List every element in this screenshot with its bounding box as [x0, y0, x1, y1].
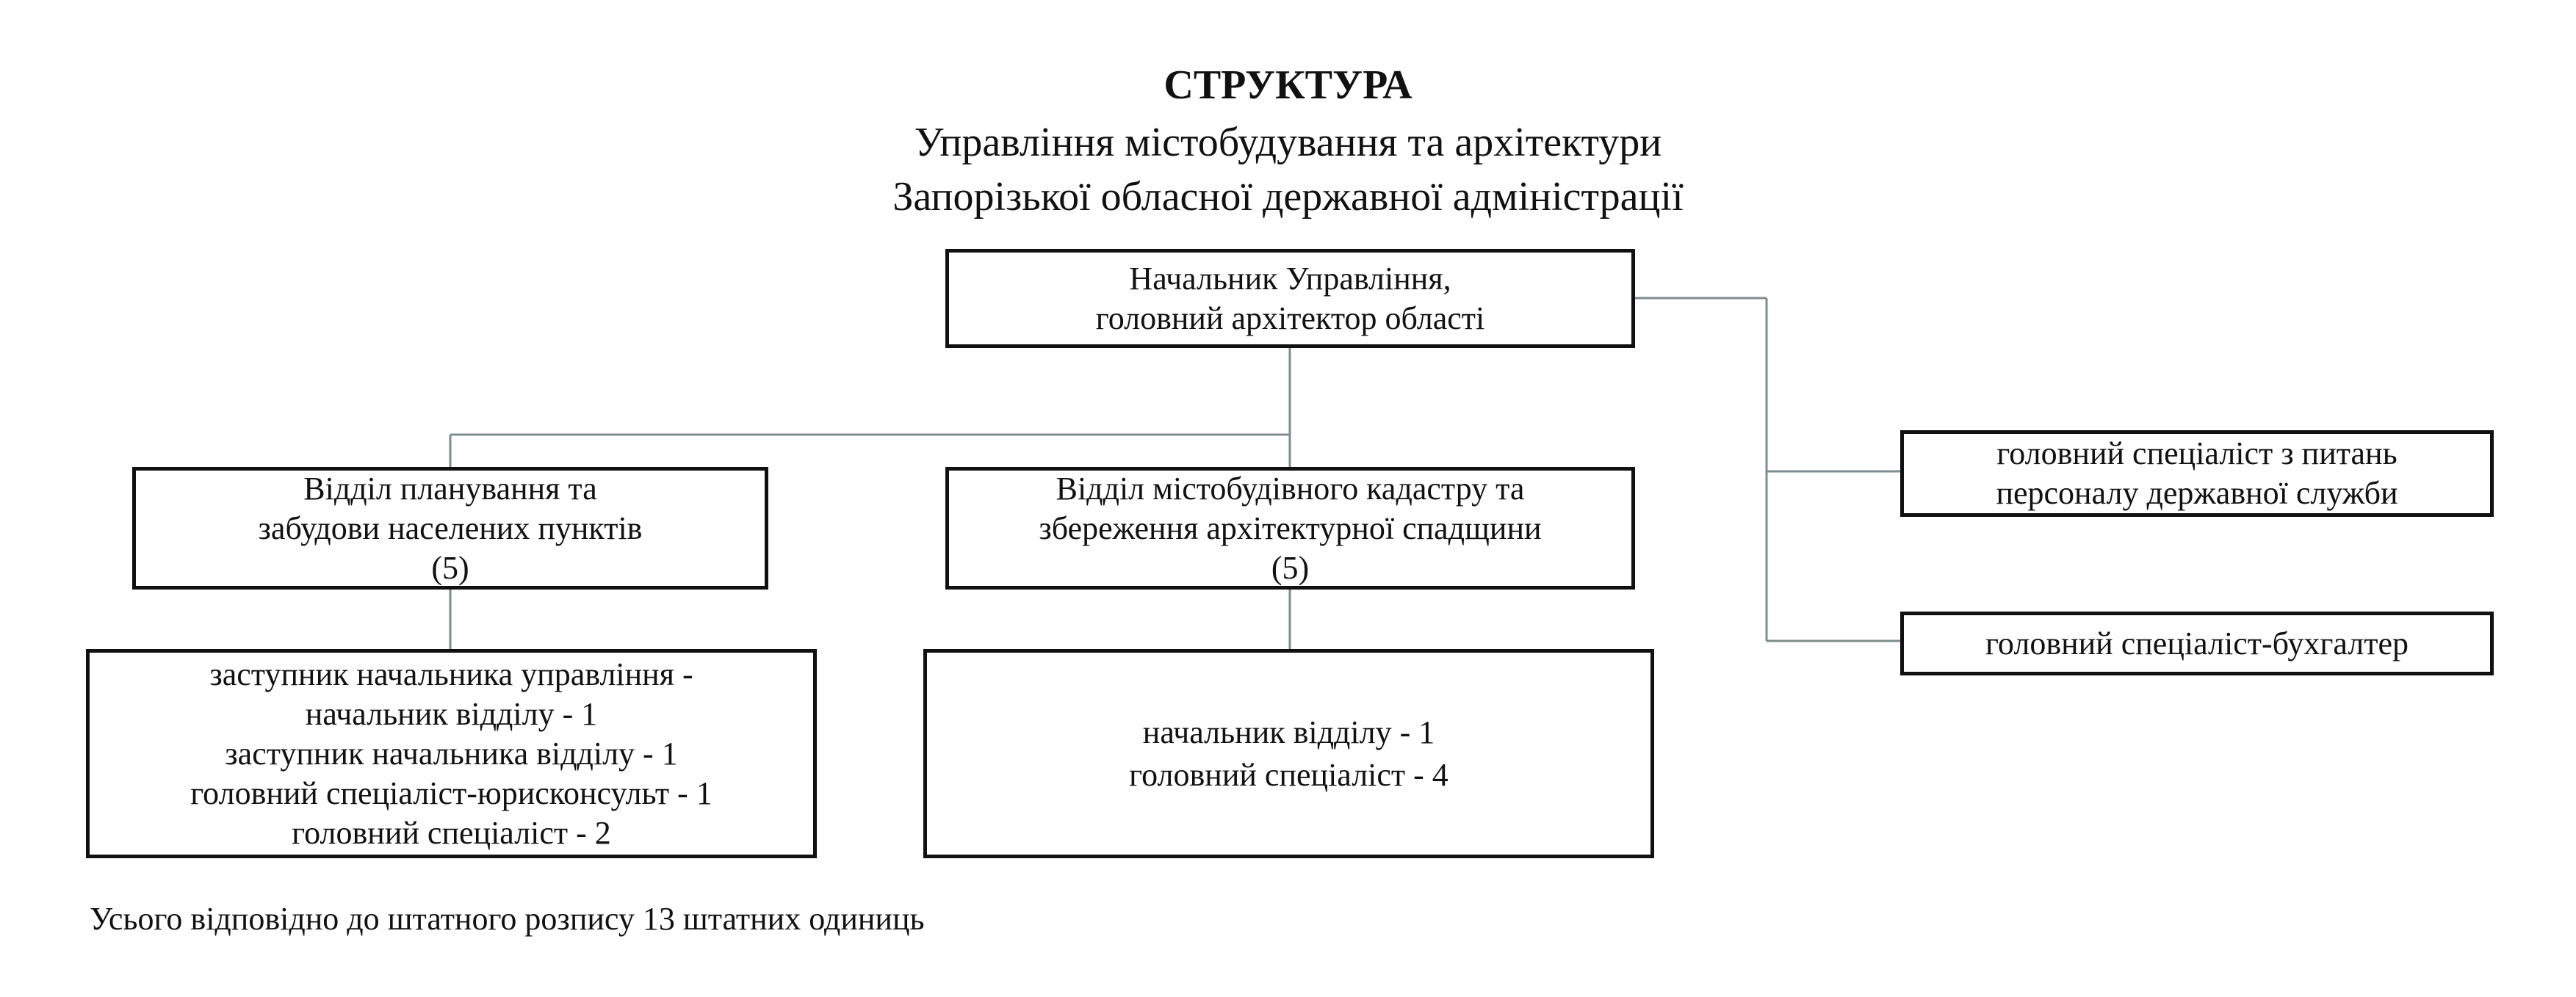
head-box-line-1: Начальник Управління,: [1129, 260, 1451, 297]
specialist-personnel-line-2: персоналу державної служби: [1996, 475, 2398, 511]
department-1-staff-item: начальник відділу - 1: [305, 695, 598, 732]
document-subtitle-line-1: Управління містобудування та архітектури: [914, 120, 1662, 165]
department-2-count: (5): [1271, 549, 1310, 586]
department-1-staff-box: заступник начальника управління - началь…: [86, 649, 817, 858]
department-1-staff-item: головний спеціаліст-юрисконсульт - 1: [190, 775, 712, 811]
specialist-accountant-line-1: головний спеціаліст-бухгалтер: [1985, 625, 2409, 661]
department-2-line-1: Відділ містобудівного кадастру та: [1056, 470, 1525, 507]
department-1-line-2: забудови населених пунктів: [258, 510, 643, 546]
department-1-count: (5): [431, 549, 469, 586]
department-1-staff-item: заступник начальника управління -: [209, 656, 693, 692]
department-1-box: Відділ планування та забудови населених …: [132, 467, 768, 590]
department-2-staff-item: начальник відділу - 1: [1142, 714, 1435, 750]
department-2-box: Відділ містобудівного кадастру та збереж…: [945, 467, 1635, 590]
head-box: Начальник Управління, головний архітекто…: [945, 249, 1635, 348]
department-1-staff-item: головний спеціаліст - 2: [292, 814, 611, 851]
total-staff-note: Усього відповідно до штатного розпису 13…: [90, 901, 925, 937]
department-2-staff-item: головний спеціаліст - 4: [1129, 756, 1448, 793]
specialist-personnel-line-1: головний спеціаліст з питань: [1996, 435, 2398, 471]
department-2-line-2: збереження архітектурної спадщини: [1039, 510, 1542, 546]
department-2-staff-box: начальник відділу - 1 головний спеціаліс…: [923, 649, 1654, 858]
head-box-line-2: головний архітектор області: [1095, 300, 1485, 336]
department-1-line-1: Відділ планування та: [303, 470, 597, 507]
specialist-personnel-box: головний спеціаліст з питань персоналу д…: [1900, 430, 2494, 517]
document-subtitle-line-2: Запорізької обласної державної адміністр…: [892, 174, 1684, 220]
department-1-staff-item: заступник начальника відділу - 1: [225, 735, 678, 772]
document-title: СТРУКТУРА: [1163, 62, 1413, 108]
specialist-accountant-box: головний спеціаліст-бухгалтер: [1900, 612, 2494, 675]
